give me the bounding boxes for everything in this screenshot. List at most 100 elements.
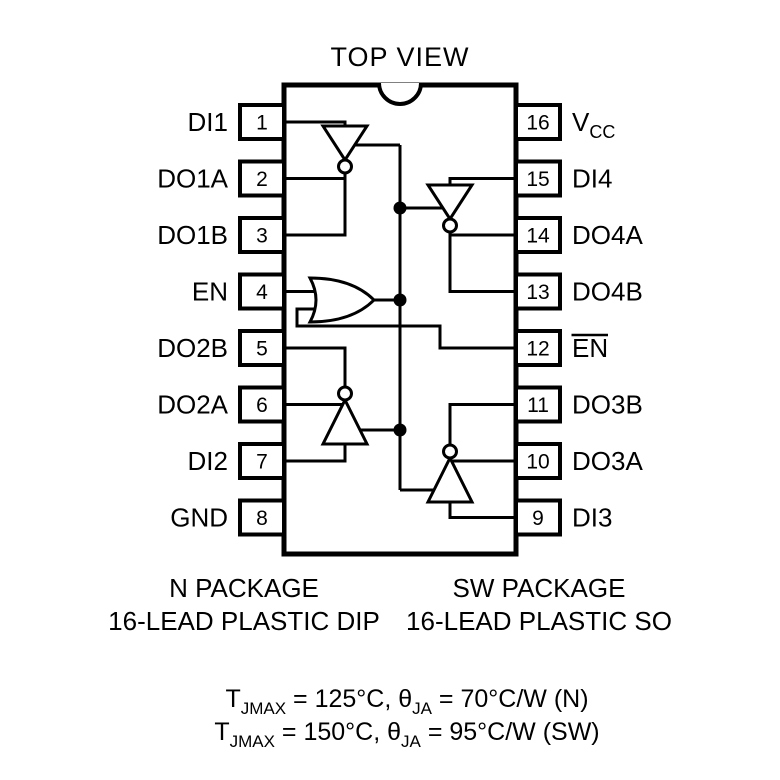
t-symbol: T [214, 718, 229, 746]
pin-right-12: 12 [514, 329, 562, 367]
pin-right-9: 9 [514, 498, 562, 537]
vcc-subscript: CC [589, 122, 615, 142]
pins-right: 16 15 14 13 12 11 10 9 [514, 103, 562, 537]
pin-label-do2b: DO2B [157, 333, 228, 363]
pin-box [514, 103, 562, 141]
pin-label-di1: DI1 [188, 107, 228, 137]
thermal-line-2: TJMAX = 150°C, θJA = 95°C/W (SW) [214, 718, 599, 751]
pin-number: 16 [526, 112, 549, 135]
theta-subscript: JA [412, 699, 433, 718]
thermal-notes: TJMAX = 125°C, θJA = 70°C/W (N) TJMAX = … [214, 685, 599, 751]
pin-number: 11 [527, 394, 549, 417]
pin-left-8: 8 [238, 498, 286, 537]
wire-inv4-out-do4b [448, 231, 516, 293]
thermal-mid-text: = 125°C, θ [286, 685, 412, 713]
junction-dot-top [393, 201, 407, 215]
package-right-name: SW PACKAGE [453, 573, 626, 603]
pin-number: 10 [526, 451, 549, 474]
pin-number: 8 [256, 507, 268, 530]
pin-right-10: 10 [514, 442, 562, 480]
pin-label-en: EN [192, 277, 228, 307]
package-left-name: N PACKAGE [169, 573, 319, 603]
pin-label-di3: DI3 [572, 503, 612, 533]
pin-number: 9 [532, 507, 544, 530]
pin-labels-left: DI1 DO1A DO1B EN DO2B DO2A DI2 GND [157, 107, 228, 533]
t-subscript: JMAX [230, 732, 275, 751]
wire-di4-to-inv4 [448, 177, 516, 185]
pin-left-3: 3 [238, 216, 286, 254]
wire-di3-to-inv3 [448, 502, 516, 519]
junction-dot-middle [393, 293, 407, 307]
pin-number: 12 [526, 338, 549, 361]
pin-right-16: 16 [514, 103, 562, 141]
inverter-bubble-3 [442, 443, 458, 460]
or-gate [307, 276, 377, 324]
pin-number: 14 [526, 225, 550, 248]
pin-label-vcc: VCC [572, 107, 615, 142]
vcc-base: V [572, 107, 590, 137]
pin-box [514, 216, 562, 254]
pin-left-1: 1 [238, 103, 286, 141]
t-symbol: T [225, 685, 240, 713]
pin-box [238, 272, 286, 311]
t-subscript: JMAX [241, 699, 286, 718]
pin-left-6: 6 [238, 385, 286, 424]
pin-right-15: 15 [514, 159, 562, 198]
pin-left-7: 7 [238, 442, 286, 480]
thermal-line-1: TJMAX = 125°C, θJA = 70°C/W (N) [225, 685, 588, 718]
pin-right-13: 13 [514, 272, 562, 311]
ic-notch [377, 82, 423, 106]
pin-labels-right: VCC DI4 DO4A DO4B EN DO3B DO3A DI3 [571, 107, 643, 533]
inverter-gate-2 [320, 396, 370, 446]
inverter-gate-3 [425, 454, 475, 504]
pin-label-do4b: DO4B [572, 277, 643, 307]
pin-number: 4 [256, 281, 268, 304]
pin-label-do1b: DO1B [157, 220, 228, 250]
wire-inv1-out-do1b [284, 172, 347, 237]
pin-left-5: 5 [238, 329, 286, 367]
pin-left-2: 2 [238, 159, 286, 198]
thermal-end-text: = 95°C/W (SW) [421, 718, 600, 746]
pin-box [238, 216, 286, 254]
pin-box [514, 159, 562, 198]
thermal-end-text: = 70°C/W (N) [432, 685, 589, 713]
pin-label-gnd: GND [170, 503, 228, 533]
pin-number: 6 [256, 394, 268, 417]
pin-label-do3b: DO3B [572, 390, 643, 420]
pin-number: 3 [256, 225, 268, 248]
pin-number: 1 [256, 112, 268, 135]
pin-box [514, 329, 562, 367]
pin-label-do3a: DO3A [572, 446, 643, 476]
junction-dot-bottom [393, 423, 407, 437]
pin-label-do1a: DO1A [157, 164, 228, 194]
pin-label-do4a: DO4A [572, 220, 643, 250]
pin-box [238, 498, 286, 537]
inverter-bubble-1 [337, 158, 353, 175]
package-left-desc: 16-LEAD PLASTIC DIP [108, 606, 380, 636]
wire-inv2-out-do2b [284, 346, 347, 388]
thermal-mid-text: = 150°C, θ [275, 718, 401, 746]
inverter-bubble-4 [442, 217, 458, 234]
inverter-gate-4 [425, 183, 475, 222]
pin-right-11: 11 [514, 385, 562, 424]
pin-right-14: 14 [514, 216, 562, 254]
schematic-gates [307, 124, 475, 504]
pin-number: 7 [256, 451, 268, 474]
package-captions: N PACKAGE 16-LEAD PLASTIC DIP SW PACKAGE… [108, 573, 672, 636]
pin-label-di4: DI4 [572, 164, 612, 194]
inverter-gate-1 [320, 124, 370, 163]
pin-box [238, 329, 286, 367]
pin-number: 15 [526, 168, 549, 191]
pin-box [514, 498, 562, 537]
pin-label-enbar: EN [572, 333, 608, 363]
wire-enbar-to-or [295, 307, 516, 350]
theta-subscript: JA [401, 732, 422, 751]
pins-left: 1 2 3 4 5 6 7 8 [238, 103, 286, 537]
pin-box [238, 385, 286, 424]
pin-left-4: 4 [238, 272, 286, 311]
top-view-title: TOP VIEW [330, 42, 469, 72]
wire-di2-to-inv2 [284, 444, 347, 463]
pin-number: 2 [256, 168, 268, 191]
pin-number: 5 [256, 338, 268, 361]
